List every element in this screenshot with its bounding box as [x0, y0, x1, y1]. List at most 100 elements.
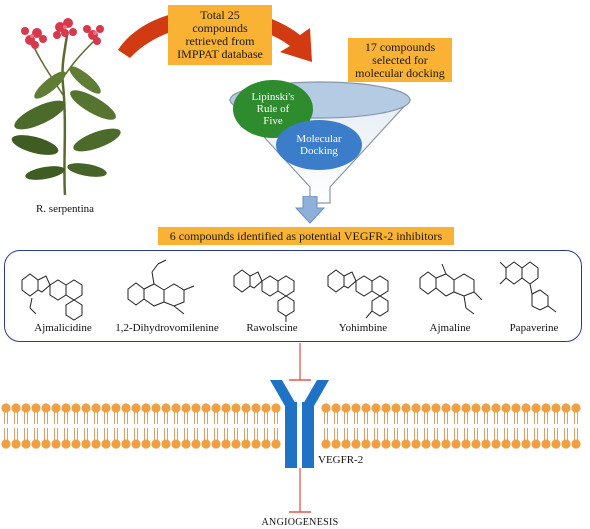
lipid-head: [411, 403, 421, 413]
lipid-head: [541, 403, 551, 413]
angiogenesis-label: ANGIOGENESIS: [261, 517, 339, 528]
lipid-head: [401, 403, 411, 413]
lipid-head: [511, 403, 521, 413]
lipid-head: [181, 439, 191, 449]
lipid-head: [71, 403, 81, 413]
lipid-head: [1, 439, 11, 449]
rawolscine-structure: [233, 269, 295, 322]
lipid-head: [411, 439, 421, 449]
lipid-head: [171, 403, 181, 413]
yohimbine-structure: [327, 269, 389, 319]
lipid-head: [231, 403, 241, 413]
dihydrovomilenine-structure: [127, 259, 195, 315]
lipid-head: [181, 403, 191, 413]
lipid-head: [41, 403, 51, 413]
lipid-head: [21, 403, 31, 413]
lipid-head: [391, 439, 401, 449]
lipid-head: [101, 439, 111, 449]
lipid-head: [71, 439, 81, 449]
lipid-head: [381, 403, 391, 413]
lipinski-text: Lipinski's Rule of Five: [251, 91, 295, 127]
lipid-head: [41, 439, 51, 449]
lipid-head: [51, 403, 61, 413]
lipid-head: [221, 439, 231, 449]
lipid-head: [511, 439, 521, 449]
lipid-head: [421, 403, 431, 413]
lipid-head: [51, 439, 61, 449]
compound-label-ajmalicidine: Ajmalicidine: [34, 322, 92, 334]
lipid-head: [201, 403, 211, 413]
lipid-head: [391, 403, 401, 413]
lipid-head: [231, 439, 241, 449]
result-box: 6 compounds identified as potential VEGF…: [158, 227, 454, 245]
lipid-head: [261, 403, 271, 413]
lipid-head: [361, 403, 371, 413]
compound-label-ajmaline: Ajmaline: [429, 322, 471, 334]
lipid-head: [271, 403, 281, 413]
lipid-head: [141, 403, 151, 413]
lipid-head: [191, 439, 201, 449]
lipid-head: [121, 403, 131, 413]
lipid-head: [271, 439, 281, 449]
lipid-head: [341, 439, 351, 449]
lipid-head: [111, 439, 121, 449]
lipid-head: [401, 439, 411, 449]
lipid-head: [481, 439, 491, 449]
lipid-head: [451, 439, 461, 449]
lipid-head: [241, 403, 251, 413]
lipid-head: [441, 439, 451, 449]
lipid-head: [91, 439, 101, 449]
lipid-head: [341, 403, 351, 413]
lipid-head: [171, 439, 181, 449]
lipid-head: [121, 439, 131, 449]
lipid-head: [11, 439, 21, 449]
compound-structures: [21, 259, 557, 322]
lipid-head: [431, 439, 441, 449]
step1-box: Total 25 compounds retrieved from IMPPAT…: [168, 5, 272, 65]
lipid-head: [351, 439, 361, 449]
lipid-head: [351, 403, 361, 413]
lipid-head: [151, 403, 161, 413]
lipid-head: [501, 439, 511, 449]
lipid-head: [431, 403, 441, 413]
lipid-head: [441, 403, 451, 413]
lipid-head: [251, 403, 261, 413]
lipid-head: [451, 403, 461, 413]
lipid-head: [251, 439, 261, 449]
compound-label-papaverine: Papaverine: [509, 322, 559, 334]
ajmaline-structure: [419, 263, 483, 315]
lipid-head: [151, 439, 161, 449]
lipid-head: [381, 439, 391, 449]
lipid-head: [501, 403, 511, 413]
lipid-head: [491, 403, 501, 413]
lipid-head: [461, 439, 471, 449]
lipid-head: [31, 403, 41, 413]
lipid-head: [561, 403, 571, 413]
lipid-head: [321, 439, 331, 449]
lipid-head: [211, 439, 221, 449]
result-text: 6 compounds identified as potential VEGF…: [169, 228, 443, 243]
lipid-head: [161, 439, 171, 449]
lipid-head: [571, 439, 581, 449]
lipid-head: [461, 403, 471, 413]
lipid-head: [161, 403, 171, 413]
lipid-head: [491, 439, 501, 449]
step2-text: 17 compounds selected for molecular dock…: [355, 39, 445, 80]
lipid-head: [91, 403, 101, 413]
lipid-head: [241, 439, 251, 449]
lipid-head: [81, 439, 91, 449]
lipid-head: [1, 403, 11, 413]
step2-box: 17 compounds selected for molecular dock…: [348, 38, 452, 82]
lipid-head: [221, 403, 231, 413]
docking-circle: Molecular Docking: [276, 120, 362, 170]
vegfr2-receptor: [270, 380, 329, 468]
papaverine-structure: [499, 261, 557, 313]
ajmalicidine-structure: [21, 273, 83, 321]
lipid-head: [61, 439, 71, 449]
lipid-head: [371, 439, 381, 449]
lipid-head: [531, 439, 541, 449]
lipid-head: [261, 439, 271, 449]
lipid-head: [471, 403, 481, 413]
compound-label-rawolscine: Rawolscine: [246, 322, 298, 334]
lipid-head: [131, 403, 141, 413]
